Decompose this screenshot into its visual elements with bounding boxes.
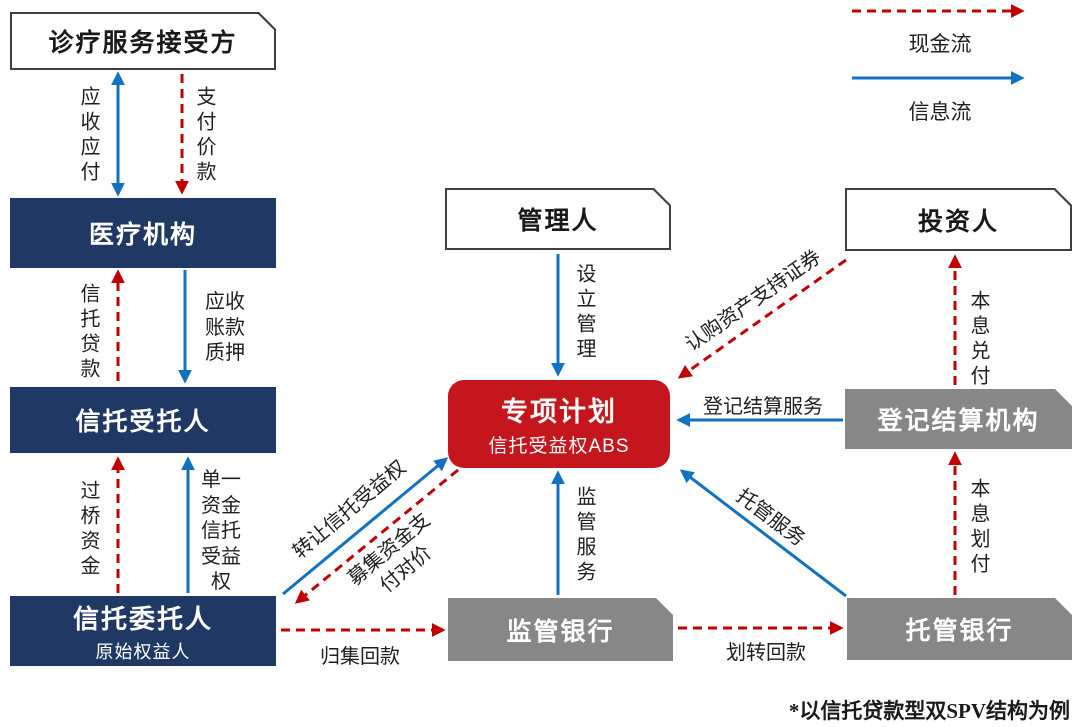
arrow-custody-service bbox=[679, 469, 847, 598]
node-label: 登记结算机构 bbox=[877, 407, 1040, 435]
node-registration-org: 登记结算机构 bbox=[845, 389, 1072, 449]
node-special-plan: 专项计划 信托受益权ABS bbox=[448, 380, 670, 468]
edge-label-principal-interest-redeem: 本息兑付 bbox=[967, 290, 989, 390]
node-sublabel: 信托受益权ABS bbox=[488, 436, 630, 457]
edge-label-transfer-repayment: 划转回款 bbox=[726, 642, 806, 664]
edge-label-setup-manage: 设立管理 bbox=[573, 263, 595, 363]
node-label: 信托委托人 bbox=[72, 603, 213, 634]
node-label: 监管银行 bbox=[506, 617, 615, 646]
footnote: *以信托贷款型双SPV结构为例 bbox=[788, 699, 1070, 723]
node-label: 托管银行 bbox=[905, 617, 1014, 645]
legend-info-flow-label: 信息流 bbox=[908, 100, 972, 124]
edge-label-bridge-funds: 过桥资金 bbox=[77, 480, 99, 580]
node-label: 诊疗服务接受方 bbox=[48, 29, 238, 57]
edge-label-subscribe-abs: 认购资产支持证券 bbox=[681, 246, 826, 356]
edge-label-collect-repayment: 归集回款 bbox=[320, 646, 400, 668]
edge-label-trust-loan: 信托贷款 bbox=[77, 283, 99, 383]
edge-label-principal-interest-transfer: 本息划付 bbox=[967, 478, 989, 578]
edge-label-supervision-service: 监管服务 bbox=[573, 486, 595, 586]
edge-label-single-trust-benefit: 单一资金信托受益权 bbox=[201, 469, 241, 594]
edge-label-receivable-payable: 应收应付 bbox=[77, 86, 99, 186]
node-label: 管理人 bbox=[517, 207, 599, 235]
node-trust-trustee: 信托受托人 bbox=[10, 387, 276, 453]
node-label: 投资人 bbox=[917, 207, 999, 236]
node-service-receiver: 诊疗服务接受方 bbox=[10, 12, 276, 70]
node-custodian-bank: 托管银行 bbox=[847, 598, 1072, 660]
node-investors: 投资人 bbox=[845, 188, 1072, 251]
node-manager-face: 管理人 bbox=[447, 190, 669, 248]
node-label: 医疗机构 bbox=[88, 221, 197, 249]
edge-label-custody-service: 托管服务 bbox=[731, 485, 810, 551]
node-medical-institution: 医疗机构 bbox=[10, 198, 276, 268]
edge-label-registration-service: 登记结算服务 bbox=[703, 396, 823, 418]
node-label: 专项计划 bbox=[501, 397, 617, 427]
node-service-receiver-face: 诊疗服务接受方 bbox=[12, 14, 274, 68]
node-investors-face: 投资人 bbox=[847, 190, 1070, 249]
edge-label-receivable-pledge: 应收账款质押 bbox=[205, 291, 245, 365]
node-manager: 管理人 bbox=[445, 188, 671, 250]
node-sublabel: 原始权益人 bbox=[95, 641, 191, 662]
node-supervision-bank: 监管银行 bbox=[448, 598, 673, 661]
node-trust-settlor: 信托委托人 原始权益人 bbox=[10, 596, 276, 666]
node-label: 信托受托人 bbox=[75, 408, 211, 436]
legend-cash-flow-label: 现金流 bbox=[908, 32, 972, 56]
edge-label-pay-price: 支付价款 bbox=[193, 86, 215, 186]
